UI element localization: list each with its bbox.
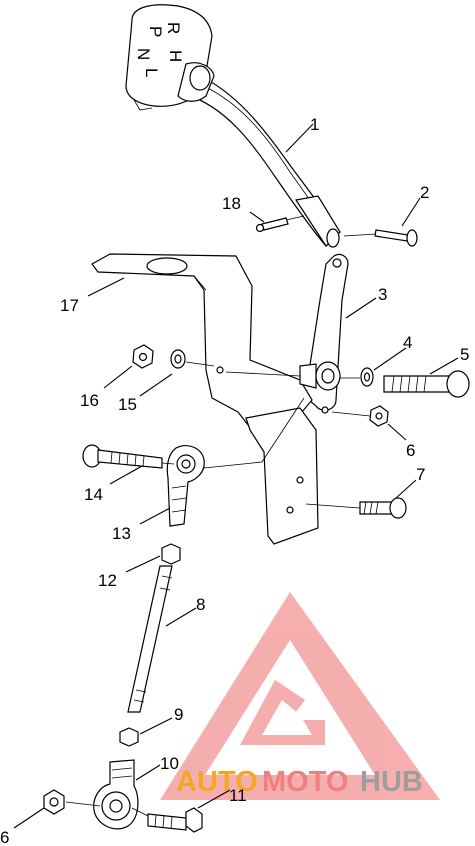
rod-end-10 — [93, 759, 139, 830]
callout-17: 17 — [60, 296, 79, 315]
nut-6-upper — [369, 405, 389, 427]
callout-labels: 1 2 3 4 5 6 7 8 9 10 11 12 13 14 15 16 1… — [0, 115, 469, 846]
watermark-wordmark: AUTO MOTO HUB — [176, 766, 423, 798]
callout-6-lower: 6 — [0, 828, 9, 846]
knob-letter-h: H — [166, 50, 185, 62]
bolt-11 — [147, 807, 203, 833]
callout-5: 5 — [460, 345, 469, 364]
callout-2: 2 — [420, 183, 429, 202]
callout-15: 15 — [118, 395, 137, 414]
bolt-5 — [383, 370, 470, 398]
callout-11: 11 — [229, 786, 247, 805]
watermark-auto: AUTO — [176, 766, 258, 798]
leader-lines — [13, 123, 459, 829]
callout-7: 7 — [416, 465, 425, 484]
knob-letters: P R N L H — [134, 22, 185, 77]
knob-letter-p: P — [146, 26, 165, 37]
callout-10: 10 — [160, 754, 179, 773]
clevis-pin — [374, 229, 418, 247]
watermark-hub: HUB — [360, 766, 423, 798]
callout-13: 13 — [112, 524, 131, 543]
callout-16: 16 — [80, 391, 99, 410]
callout-8: 8 — [196, 595, 205, 614]
assembly-lines — [65, 215, 377, 817]
knob-letter-l: L — [142, 68, 161, 77]
washer-4 — [360, 367, 374, 387]
nut-16 — [132, 344, 154, 369]
nut-9 — [119, 727, 139, 747]
knob-letter-r: R — [164, 22, 183, 34]
callout-6-upper: 6 — [406, 441, 415, 460]
threaded-rod — [127, 565, 173, 713]
knob-letter-n: N — [134, 48, 153, 60]
shift-lever — [125, 4, 341, 248]
bushing — [299, 361, 341, 391]
callout-14: 14 — [84, 485, 103, 504]
callout-4: 4 — [403, 333, 412, 352]
cotter-pin — [255, 217, 289, 233]
bolt-14 — [82, 444, 163, 469]
washer-15 — [170, 349, 186, 369]
callout-1: 1 — [310, 115, 319, 134]
callout-12: 12 — [98, 571, 117, 590]
callout-3: 3 — [378, 285, 387, 304]
bolt-7 — [359, 497, 407, 519]
callout-18: 18 — [222, 194, 241, 213]
mounting-bracket — [91, 253, 319, 545]
watermark-logo — [160, 592, 440, 800]
nut-6-lower — [43, 789, 65, 815]
callout-9: 9 — [174, 705, 183, 724]
rod-end-13 — [166, 445, 205, 527]
nut-12 — [161, 543, 181, 565]
watermark-moto: MOTO — [262, 766, 348, 798]
